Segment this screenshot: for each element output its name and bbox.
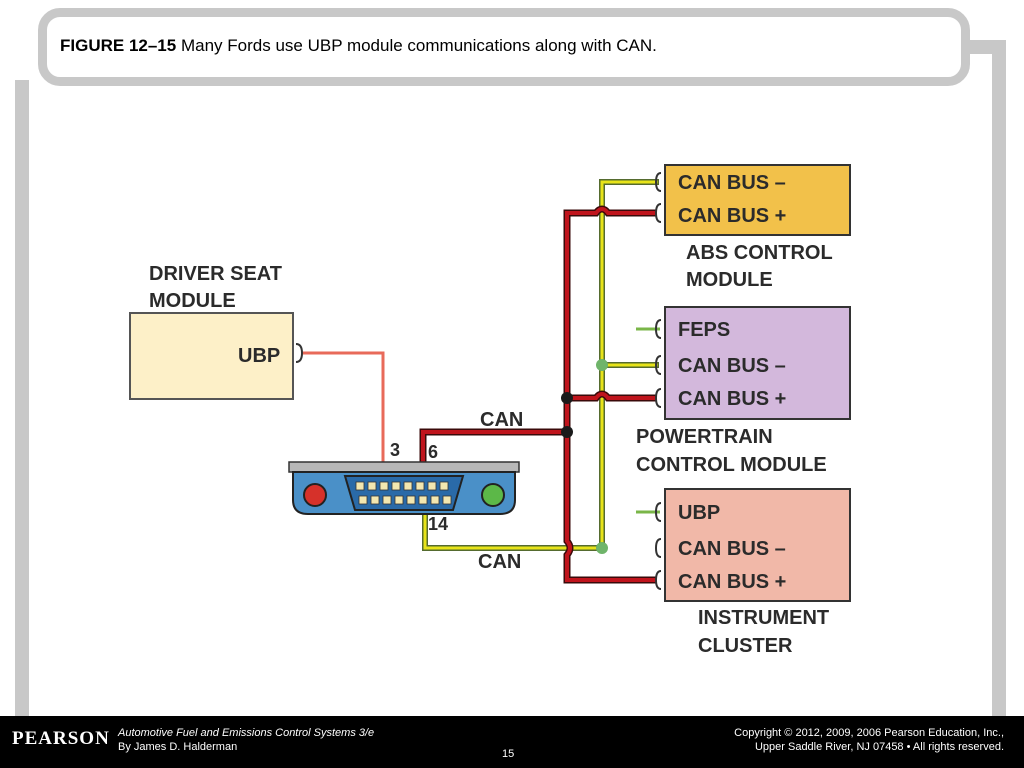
abs-title-1: ABS CONTROL [686, 242, 833, 264]
title-box [38, 8, 970, 86]
dlc-right-mount [481, 483, 505, 507]
book-info: Automotive Fuel and Emissions Control Sy… [118, 726, 374, 754]
pcm-title-1: POWERTRAIN [636, 426, 773, 448]
instrument-cluster-box [664, 488, 851, 602]
abs-pin-can-high: CAN BUS + [678, 205, 786, 227]
can-label-top: CAN [480, 409, 523, 431]
dlc-pin-3-label: 3 [390, 440, 400, 460]
dlc-pin-14-label: 14 [428, 514, 448, 534]
slide-frame-right [992, 40, 1006, 716]
cluster-pin-ubp: UBP [678, 502, 720, 524]
pearson-logo: PEARSON [12, 728, 110, 749]
can-low-splice-pcm [596, 359, 608, 371]
dlc-pin-6-label: 6 [428, 442, 438, 462]
driver-seat-title-1: DRIVER SEAT [149, 263, 282, 285]
copyright: Copyright © 2012, 2009, 2006 Pearson Edu… [734, 726, 1004, 754]
cluster-pin-can-high: CAN BUS + [678, 571, 786, 593]
book-title: Automotive Fuel and Emissions Control Sy… [118, 727, 375, 739]
book-author: By James D. Halderman [118, 741, 238, 753]
figure-title: FIGURE 12–15 Many Fords use UBP module c… [60, 36, 657, 56]
pcm-title-2: CONTROL MODULE [636, 454, 827, 476]
slide-frame-left [15, 80, 29, 716]
can-low-splice-cluster [596, 542, 608, 554]
dlc-flange [288, 461, 520, 473]
cluster-title-1: INSTRUMENT [698, 607, 829, 629]
page-number: 15 [502, 748, 515, 760]
can-high-wire [419, 205, 656, 584]
terminal-brackets [295, 172, 662, 590]
dlc-left-mount [303, 483, 327, 507]
can-label-bottom: CAN [478, 551, 521, 573]
wiring-diagram: DRIVER SEAT MODULE UBP CAN BUS – CAN BUS… [129, 164, 851, 657]
driver-seat-module-box [129, 312, 294, 400]
copyright-line-2: Upper Saddle River, NJ 07458 • All right… [754, 741, 1004, 753]
copyright-line-1: Copyright © 2012, 2009, 2006 Pearson Edu… [734, 727, 1004, 739]
driver-seat-title-2: MODULE [149, 290, 236, 312]
driver-seat-ubp-pin: UBP [238, 345, 280, 367]
can-high-splice-pcm [561, 392, 573, 404]
abs-pin-can-low: CAN BUS – [678, 172, 786, 194]
figure-label: FIGURE 12–15 [60, 36, 177, 55]
pcm-pin-feps: FEPS [678, 319, 730, 341]
pcm-pin-can-high: CAN BUS + [678, 388, 786, 410]
abs-module-box [664, 164, 851, 236]
dlc-socket [343, 475, 465, 511]
figure-caption: Many Fords use UBP module communications… [180, 36, 657, 55]
can-high-splice-dlc [561, 426, 573, 438]
pcm-box [664, 306, 851, 420]
pcm-pin-can-low: CAN BUS – [678, 355, 786, 377]
slide-frame-top [965, 40, 1006, 54]
abs-title-2: MODULE [686, 269, 773, 291]
footer-bar: PEARSON Automotive Fuel and Emissions Co… [0, 716, 1024, 768]
can-high-wire-core [421, 207, 656, 582]
dlc-pins [355, 481, 452, 505]
cluster-pin-can-low: CAN BUS – [678, 538, 786, 560]
cluster-title-2: CLUSTER [698, 635, 793, 657]
ubp-wire [302, 351, 385, 470]
